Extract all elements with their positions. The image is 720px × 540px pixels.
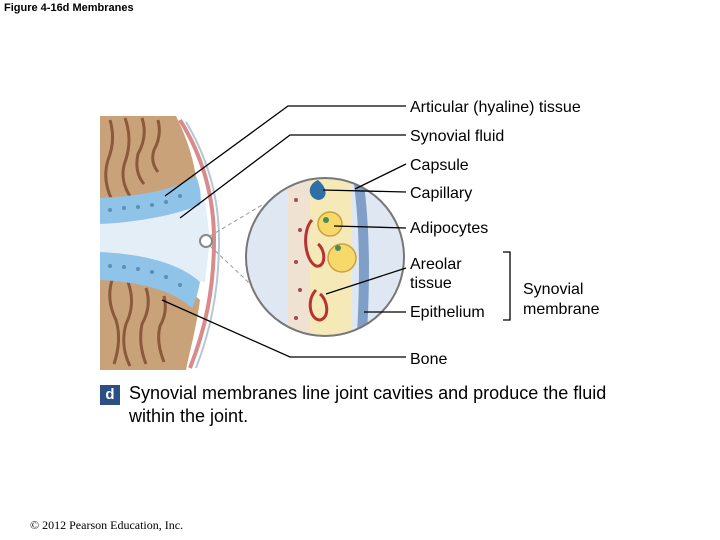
label-synovial-fluid: Synovial fluid: [410, 128, 505, 145]
label-capillary: Capillary: [410, 185, 473, 202]
label-areolar-tissue: Areolar tissue: [410, 255, 462, 293]
figure-title: Figure 4-16d Membranes: [4, 2, 134, 14]
label-articular-tissue: Articular (hyaline) tissue: [410, 99, 581, 116]
magnified-view: [245, 177, 405, 337]
label-areolar-line1: Areolar: [410, 256, 462, 273]
label-synovial-membrane: Synovial membrane: [523, 280, 599, 320]
label-synovial-membrane-line1: Synovial: [523, 281, 584, 298]
label-synovial-membrane-line2: membrane: [523, 301, 600, 318]
label-capsule: Capsule: [410, 157, 469, 174]
label-adipocytes: Adipocytes: [410, 220, 489, 237]
cartilage-dots: [108, 194, 182, 287]
label-epithelium: Epithelium: [410, 304, 485, 321]
caption-badge: d: [100, 385, 120, 405]
synovial-membrane-bracket: [503, 251, 511, 321]
bone-texture: [104, 117, 167, 367]
copyright-notice: © 2012 Pearson Education, Inc.: [30, 518, 184, 532]
adipocyte: [327, 243, 357, 273]
label-areolar-line2: tissue: [410, 275, 452, 292]
joint-capsule: [178, 118, 217, 369]
magnified-spot-marker: [199, 234, 213, 248]
figure-caption: Synovial membranes line joint cavities a…: [129, 383, 607, 426]
joint-illustration: [100, 116, 221, 370]
leader-lines: [161, 105, 407, 358]
capillary: [309, 180, 326, 200]
adipocyte: [317, 211, 343, 237]
label-bone: Bone: [410, 351, 448, 368]
